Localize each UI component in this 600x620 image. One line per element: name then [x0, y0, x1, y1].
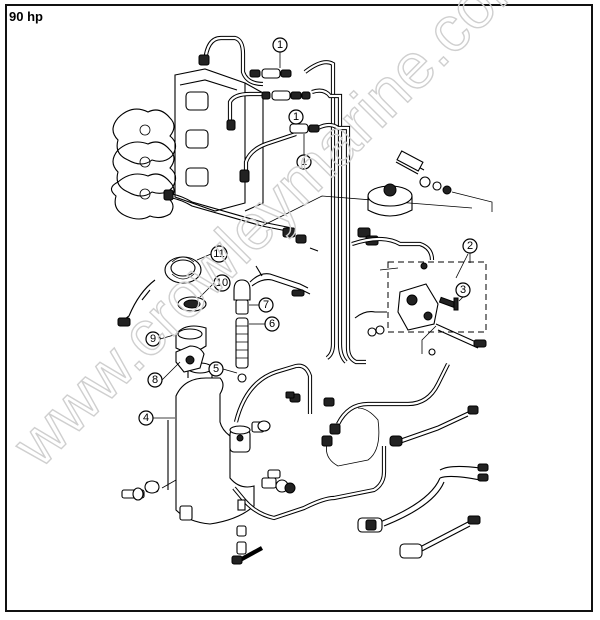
primer-hoses [202, 35, 366, 365]
callout-11: 11 [210, 245, 228, 263]
callout-10: 10 [213, 274, 231, 292]
callout-1a-label: 1 [277, 39, 283, 51]
carburetor-assembly [110, 108, 177, 220]
callout-11-label: 11 [213, 248, 224, 260]
callout-1b: 1 [288, 109, 304, 125]
callout-3: 3 [455, 282, 471, 298]
oil-tank [161, 362, 255, 525]
callout-1b-label: 1 [293, 111, 299, 123]
check-valves [198, 54, 320, 183]
bolt [285, 391, 295, 399]
oil-pump-stud [453, 297, 459, 311]
drain-fitting [231, 499, 264, 565]
callout-4-label: 4 [143, 412, 149, 424]
page-title: 90 hp [9, 9, 43, 24]
callout-1a: 1 [272, 37, 288, 53]
callout-8-label: 8 [152, 374, 158, 386]
callout-10-label: 10 [216, 277, 228, 289]
callout-3-label: 3 [460, 284, 466, 296]
oil-pump-assembly [351, 236, 487, 356]
callout-leaders [153, 253, 471, 419]
callout-7: 7 [258, 297, 274, 313]
tank-return-hose [232, 363, 450, 521]
callout-8: 8 [147, 372, 163, 388]
oil-pump-drive [367, 150, 493, 217]
callout-2: 2 [462, 238, 478, 254]
intake-manifold [174, 68, 264, 212]
callout-5: 5 [208, 361, 224, 377]
callout-1c: 1 [296, 154, 312, 170]
filler-cap [117, 256, 202, 327]
tank-fasteners [121, 420, 296, 501]
cap-adapter [175, 325, 207, 353]
callout-4: 4 [138, 410, 154, 426]
callout-5-label: 5 [213, 363, 219, 375]
level-sensor [233, 265, 311, 383]
callout-1c-label: 1 [301, 156, 307, 168]
fuel-line [163, 189, 473, 233]
cap-bracket [175, 345, 205, 373]
callout-6: 6 [264, 316, 280, 332]
callout-9: 9 [145, 331, 161, 347]
callout-9-label: 9 [150, 333, 156, 345]
sensor-harness [357, 405, 489, 559]
callout-6-label: 6 [269, 318, 275, 330]
callout-7-label: 7 [263, 299, 269, 311]
cap-gasket [177, 296, 207, 312]
callout-2-label: 2 [467, 240, 473, 252]
